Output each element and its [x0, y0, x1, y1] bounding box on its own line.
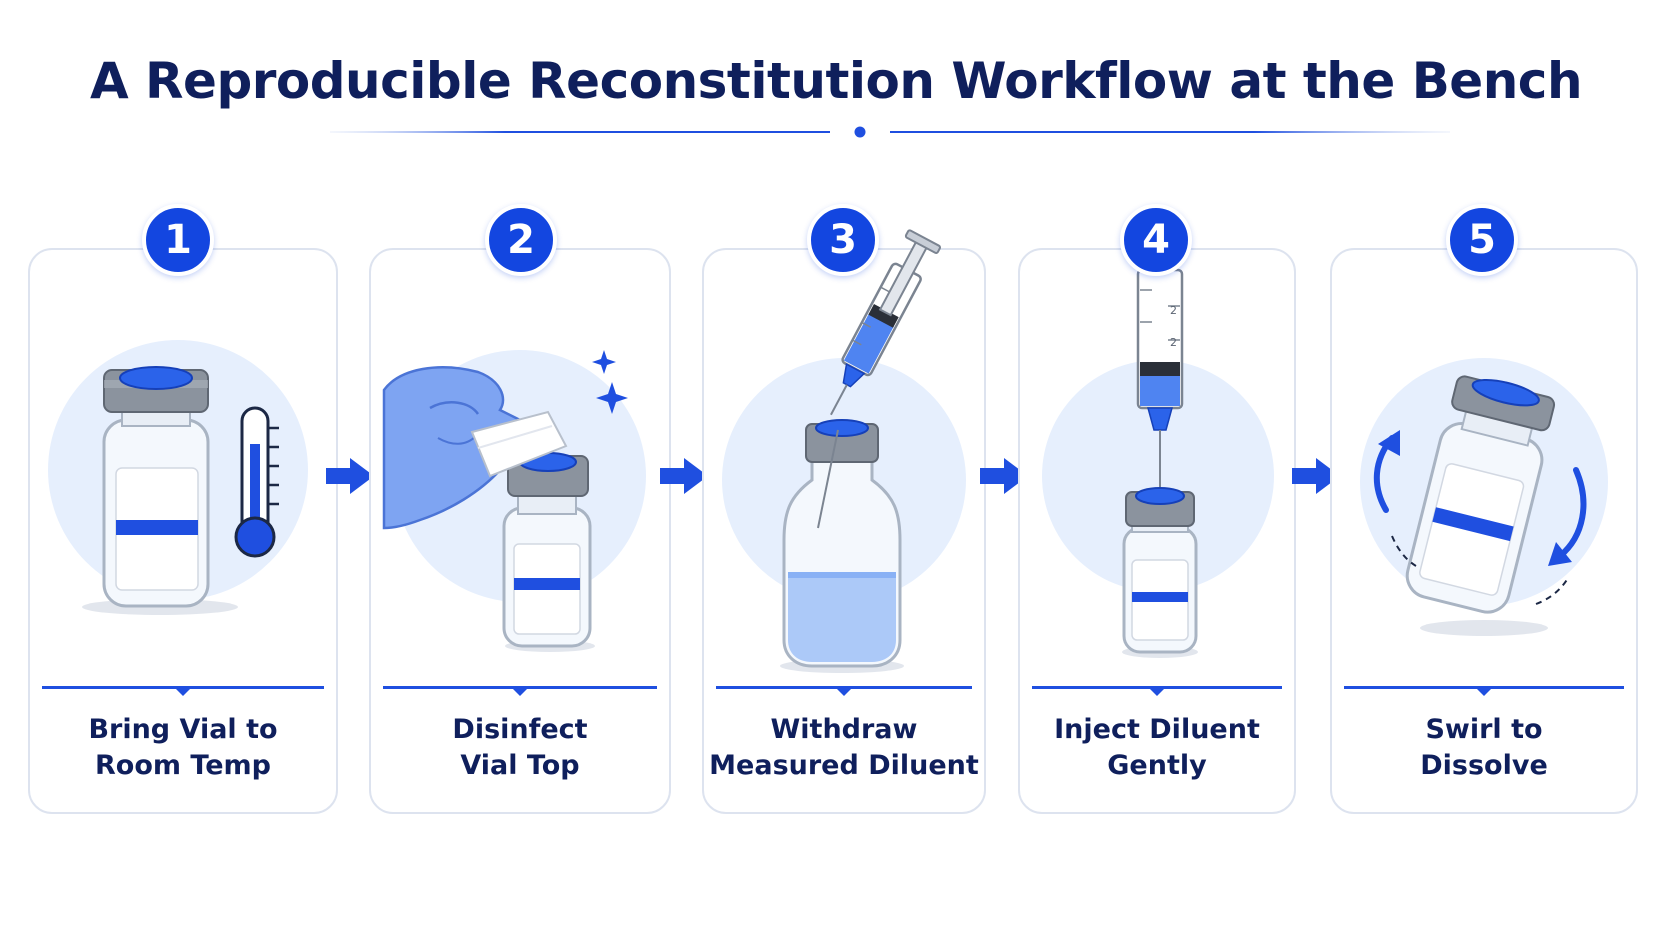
step-caption-4-line2: Gently [1107, 750, 1207, 781]
step-caption-4: Inject Diluent Gently [1018, 712, 1296, 784]
step-divider-3 [716, 686, 972, 696]
step-caption-5-line1: Swirl to [1425, 714, 1543, 745]
step-caption-3-line2: Measured Diluent [709, 750, 979, 781]
step-divider-1 [42, 686, 324, 696]
arrow-right-icon [326, 458, 374, 494]
page-title: A Reproducible Reconstitution Workflow a… [89, 52, 1583, 110]
step-caption-1-line2: Room Temp [94, 750, 272, 781]
step-divider-5 [1344, 686, 1624, 696]
step-divider-2 [383, 686, 657, 696]
step-caption-2-line2: Vial Top [460, 750, 580, 781]
step-caption-1: Bring Vial to Room Temp [28, 712, 338, 784]
step-caption-1-line1: Bring Vial to [88, 714, 278, 745]
title-divider [330, 126, 1450, 138]
step-caption-2-line1: Disinfect [452, 714, 588, 745]
step-badge-2: 2 [485, 204, 557, 276]
step-caption-5-line2: Dissolve [1420, 750, 1548, 781]
step-caption-3: Withdraw Measured Diluent [702, 712, 986, 784]
step-divider-4 [1032, 686, 1282, 696]
step-badge-5: 5 [1446, 204, 1518, 276]
step-caption-5: Swirl to Dissolve [1330, 712, 1638, 784]
arrow-right-icon [660, 458, 708, 494]
step-badge-1: 1 [142, 204, 214, 276]
step-caption-4-line1: Inject Diluent [1054, 714, 1260, 745]
step-badge-4: 4 [1120, 204, 1192, 276]
arrow-right-icon [1292, 458, 1340, 494]
step-badge-3: 3 [807, 204, 879, 276]
arrow-right-icon [980, 458, 1028, 494]
step-caption-2: Disinfect Vial Top [369, 712, 671, 784]
step-caption-3-line1: Withdraw [770, 714, 918, 745]
